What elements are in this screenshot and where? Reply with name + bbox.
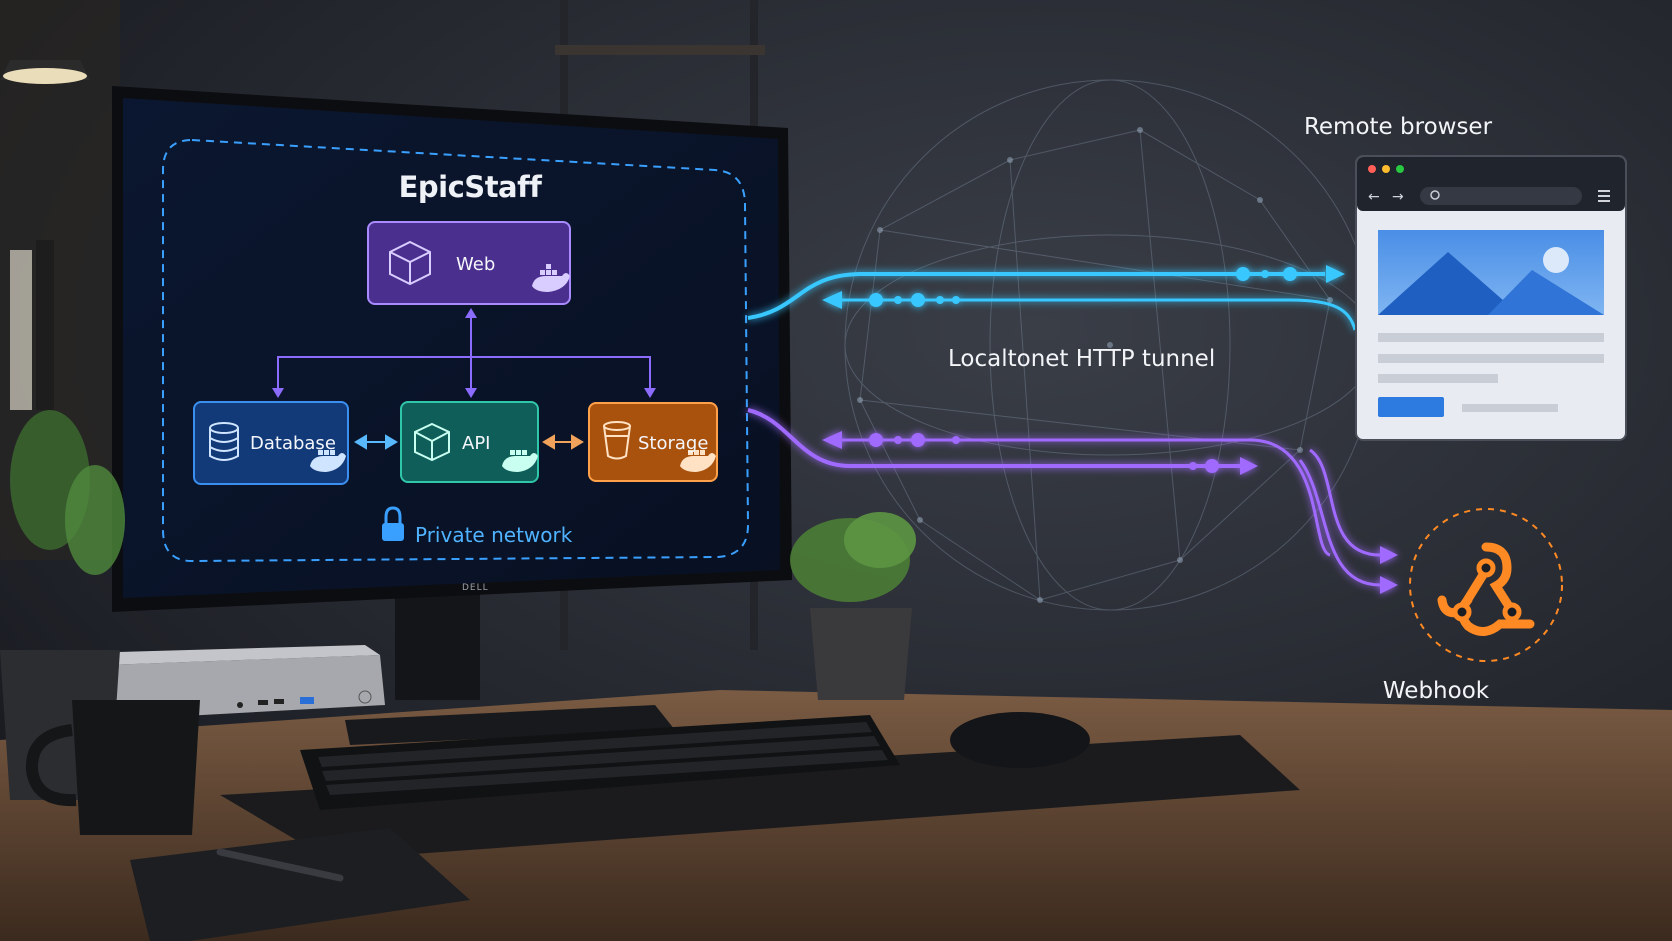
book (10, 250, 32, 410)
lock-icon (382, 506, 404, 541)
port (300, 697, 314, 704)
tunnel-webhook-purple (747, 408, 1398, 594)
webhook-icon (1409, 508, 1563, 662)
keyboard (300, 715, 900, 810)
node-storage (588, 402, 718, 482)
port (274, 699, 284, 704)
docker-whale-icon (502, 450, 538, 472)
docker-whale-icon (680, 450, 716, 472)
tunnel-label: Localtonet HTTP tunnel (948, 346, 1216, 372)
svg-text:→: → (1392, 189, 1404, 205)
node-database (193, 401, 349, 485)
tunnel-https-blue (747, 265, 1357, 331)
browser-window-icon: ← → (1355, 155, 1627, 441)
globe-nodes (857, 127, 1333, 603)
private-network-boundary (162, 138, 750, 563)
plant-right (790, 512, 916, 700)
monitor-brand-logo: DELL (462, 583, 489, 593)
svg-text:←: ← (1368, 189, 1380, 205)
docker-whale-icon (310, 450, 346, 472)
book (36, 240, 54, 410)
lamp-light (3, 68, 87, 84)
node-api (400, 401, 539, 483)
diagram-title: EpicStaff (398, 170, 542, 204)
private-network-label: Private network (415, 523, 573, 547)
monitor-base (345, 705, 675, 745)
cube-icon (414, 422, 450, 462)
api-storage-arrow (542, 434, 584, 450)
webhook-label: Webhook (1382, 678, 1490, 704)
shelf-board (555, 45, 765, 55)
remote-browser-label: Remote browser (1303, 114, 1493, 140)
power-button (358, 690, 372, 704)
db-api-arrow (354, 434, 398, 450)
port (258, 700, 268, 705)
notebook (130, 828, 470, 941)
node-web (367, 221, 571, 305)
node-api-label: API (462, 433, 491, 454)
internal-connectors (277, 314, 651, 392)
mouse (950, 712, 1090, 768)
database-icon (209, 422, 239, 461)
monitor-stand (395, 590, 480, 700)
connector-arrowheads (272, 308, 656, 398)
node-database-label: Database (250, 433, 336, 454)
cube-icon (389, 240, 431, 286)
docker-whale-icon (532, 264, 570, 292)
node-web-label: Web (456, 254, 496, 275)
bucket-icon (603, 421, 631, 460)
mini-pc-top (105, 645, 380, 665)
node-storage-label: Storage (638, 433, 709, 454)
port (237, 702, 243, 708)
mug (25, 700, 200, 835)
